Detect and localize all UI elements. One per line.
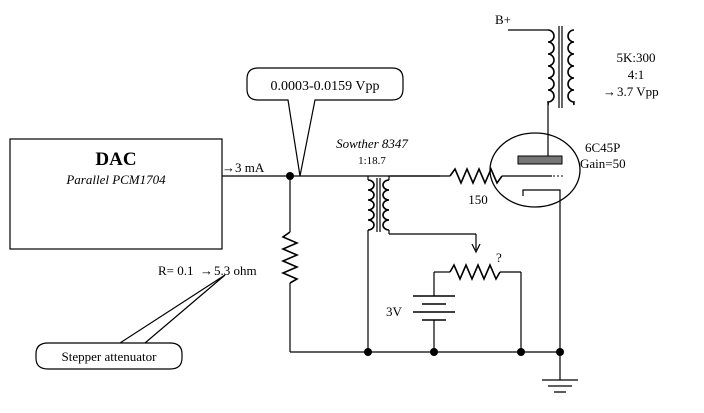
junction-ground-3	[517, 348, 525, 356]
output-transformer-ratio: 5K:300	[617, 50, 656, 65]
tube-gain: Gain=50	[580, 156, 626, 171]
dac-block	[9, 138, 223, 250]
dac-current-label: 3 mA	[235, 160, 265, 175]
junction-ground-4	[556, 348, 564, 356]
grid-stopper-resistor	[449, 166, 503, 186]
dac-title: DAC	[95, 149, 136, 170]
pot-label: ?	[496, 250, 502, 265]
shunt-resistor-range: 5.3 ohm	[214, 263, 257, 278]
input-transformer-name: Sowther 8347	[336, 136, 408, 151]
junction-ground-2	[430, 348, 438, 356]
pot-wiper-arrow	[471, 243, 481, 254]
signal-level-text: 0.0003-0.0159 Vpp	[270, 79, 379, 94]
shunt-range-arrow: →	[200, 263, 213, 278]
signal-level-callout	[246, 67, 404, 177]
stepper-callout-text: Stepper attenuator	[62, 349, 158, 364]
output-voltage: 3.7 Vpp	[617, 84, 659, 99]
grid-resistor-label: 150	[468, 192, 488, 207]
shunt-resistor	[280, 231, 300, 284]
shunt-resistor-label: R= 0.1	[158, 263, 194, 278]
tube-cathode	[522, 189, 561, 207]
battery-label: 3V	[386, 304, 403, 319]
input-transformer-primary	[367, 179, 375, 231]
input-transformer-ratio: 1:18.7	[358, 155, 386, 167]
output-transformer-primary	[546, 29, 555, 106]
output-arrow: →	[603, 84, 616, 99]
input-transformer-secondary	[382, 179, 390, 231]
tube-envelope	[489, 132, 581, 208]
dac-subtitle: Parallel PCM1704	[65, 172, 166, 187]
tube-name: 6C45P	[585, 140, 620, 155]
stepper-callout	[35, 274, 226, 370]
output-transformer-ratio-simple: 4:1	[628, 67, 645, 82]
tube-plate	[517, 155, 563, 165]
junction-ground-1	[364, 348, 372, 356]
output-transformer-secondary	[567, 29, 576, 106]
b-plus-label: B+	[495, 12, 511, 27]
bias-potentiometer	[449, 262, 501, 282]
dac-current-arrow: →	[222, 160, 235, 175]
